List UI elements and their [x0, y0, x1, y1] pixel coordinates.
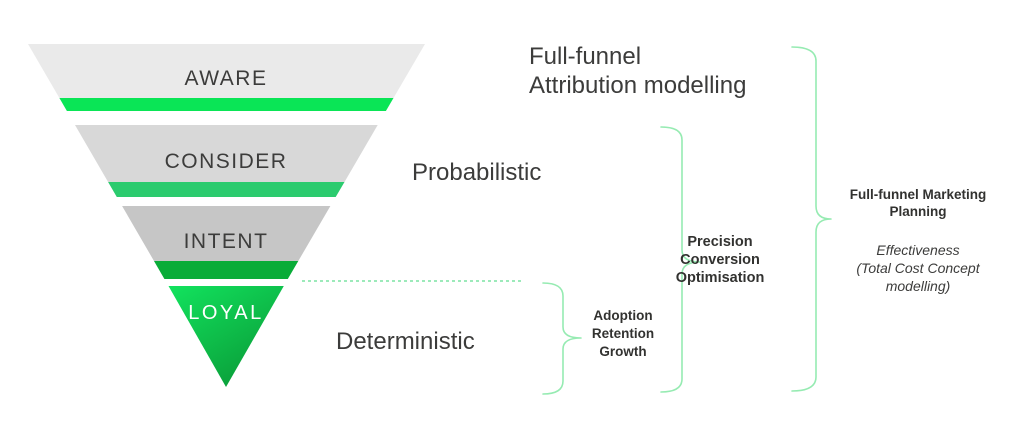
precision-note: Precision Conversion Optimisation	[650, 233, 790, 287]
adoption-line3: Growth	[599, 344, 647, 359]
precision-line2: Conversion	[680, 252, 760, 268]
attribution-line2: Attribution modelling	[529, 72, 747, 99]
brace-precision	[660, 126, 701, 393]
stage-label-intent: INTENT	[183, 230, 269, 253]
adoption-note: Adoption Retention Growth	[568, 307, 678, 361]
stage-intent-shape	[122, 206, 331, 261]
stage-aware-bar	[59, 98, 394, 111]
precision-line1: Precision	[687, 234, 753, 250]
attribution-note: Full-funnel Attribution modelling	[529, 42, 746, 100]
brace-adoption	[542, 282, 582, 395]
precision-line3: Optimisation	[675, 270, 765, 286]
stage-loyal-shape	[168, 286, 284, 387]
effectiveness-note: Effectiveness (Total Cost Concept modell…	[836, 241, 1000, 295]
stage-consider-shape	[75, 125, 378, 182]
planning-line1: Full-funnel Marketing	[849, 187, 987, 202]
attribution-line1: Full-funnel	[529, 43, 642, 70]
stage-label-loyal: LOYAL	[188, 302, 264, 324]
deterministic-note: Deterministic	[336, 328, 475, 355]
planning-note: Full-funnel Marketing Planning	[836, 186, 1000, 220]
brace-planning	[791, 46, 832, 392]
stage-consider-bar	[108, 182, 345, 197]
effectiveness-line3: modelling)	[885, 278, 951, 294]
effectiveness-line1: Effectiveness	[876, 242, 960, 258]
planning-line2: Planning	[889, 204, 947, 219]
stage-aware-shape	[28, 44, 425, 98]
effectiveness-line2: (Total Cost Concept	[856, 260, 980, 276]
stage-label-aware: AWARE	[184, 67, 268, 90]
adoption-line1: Adoption	[593, 308, 653, 323]
probabilistic-note: Probabilistic	[412, 159, 542, 186]
adoption-line2: Retention	[591, 326, 655, 341]
stage-intent-bar	[154, 261, 299, 279]
stage-label-consider: CONSIDER	[164, 150, 288, 173]
